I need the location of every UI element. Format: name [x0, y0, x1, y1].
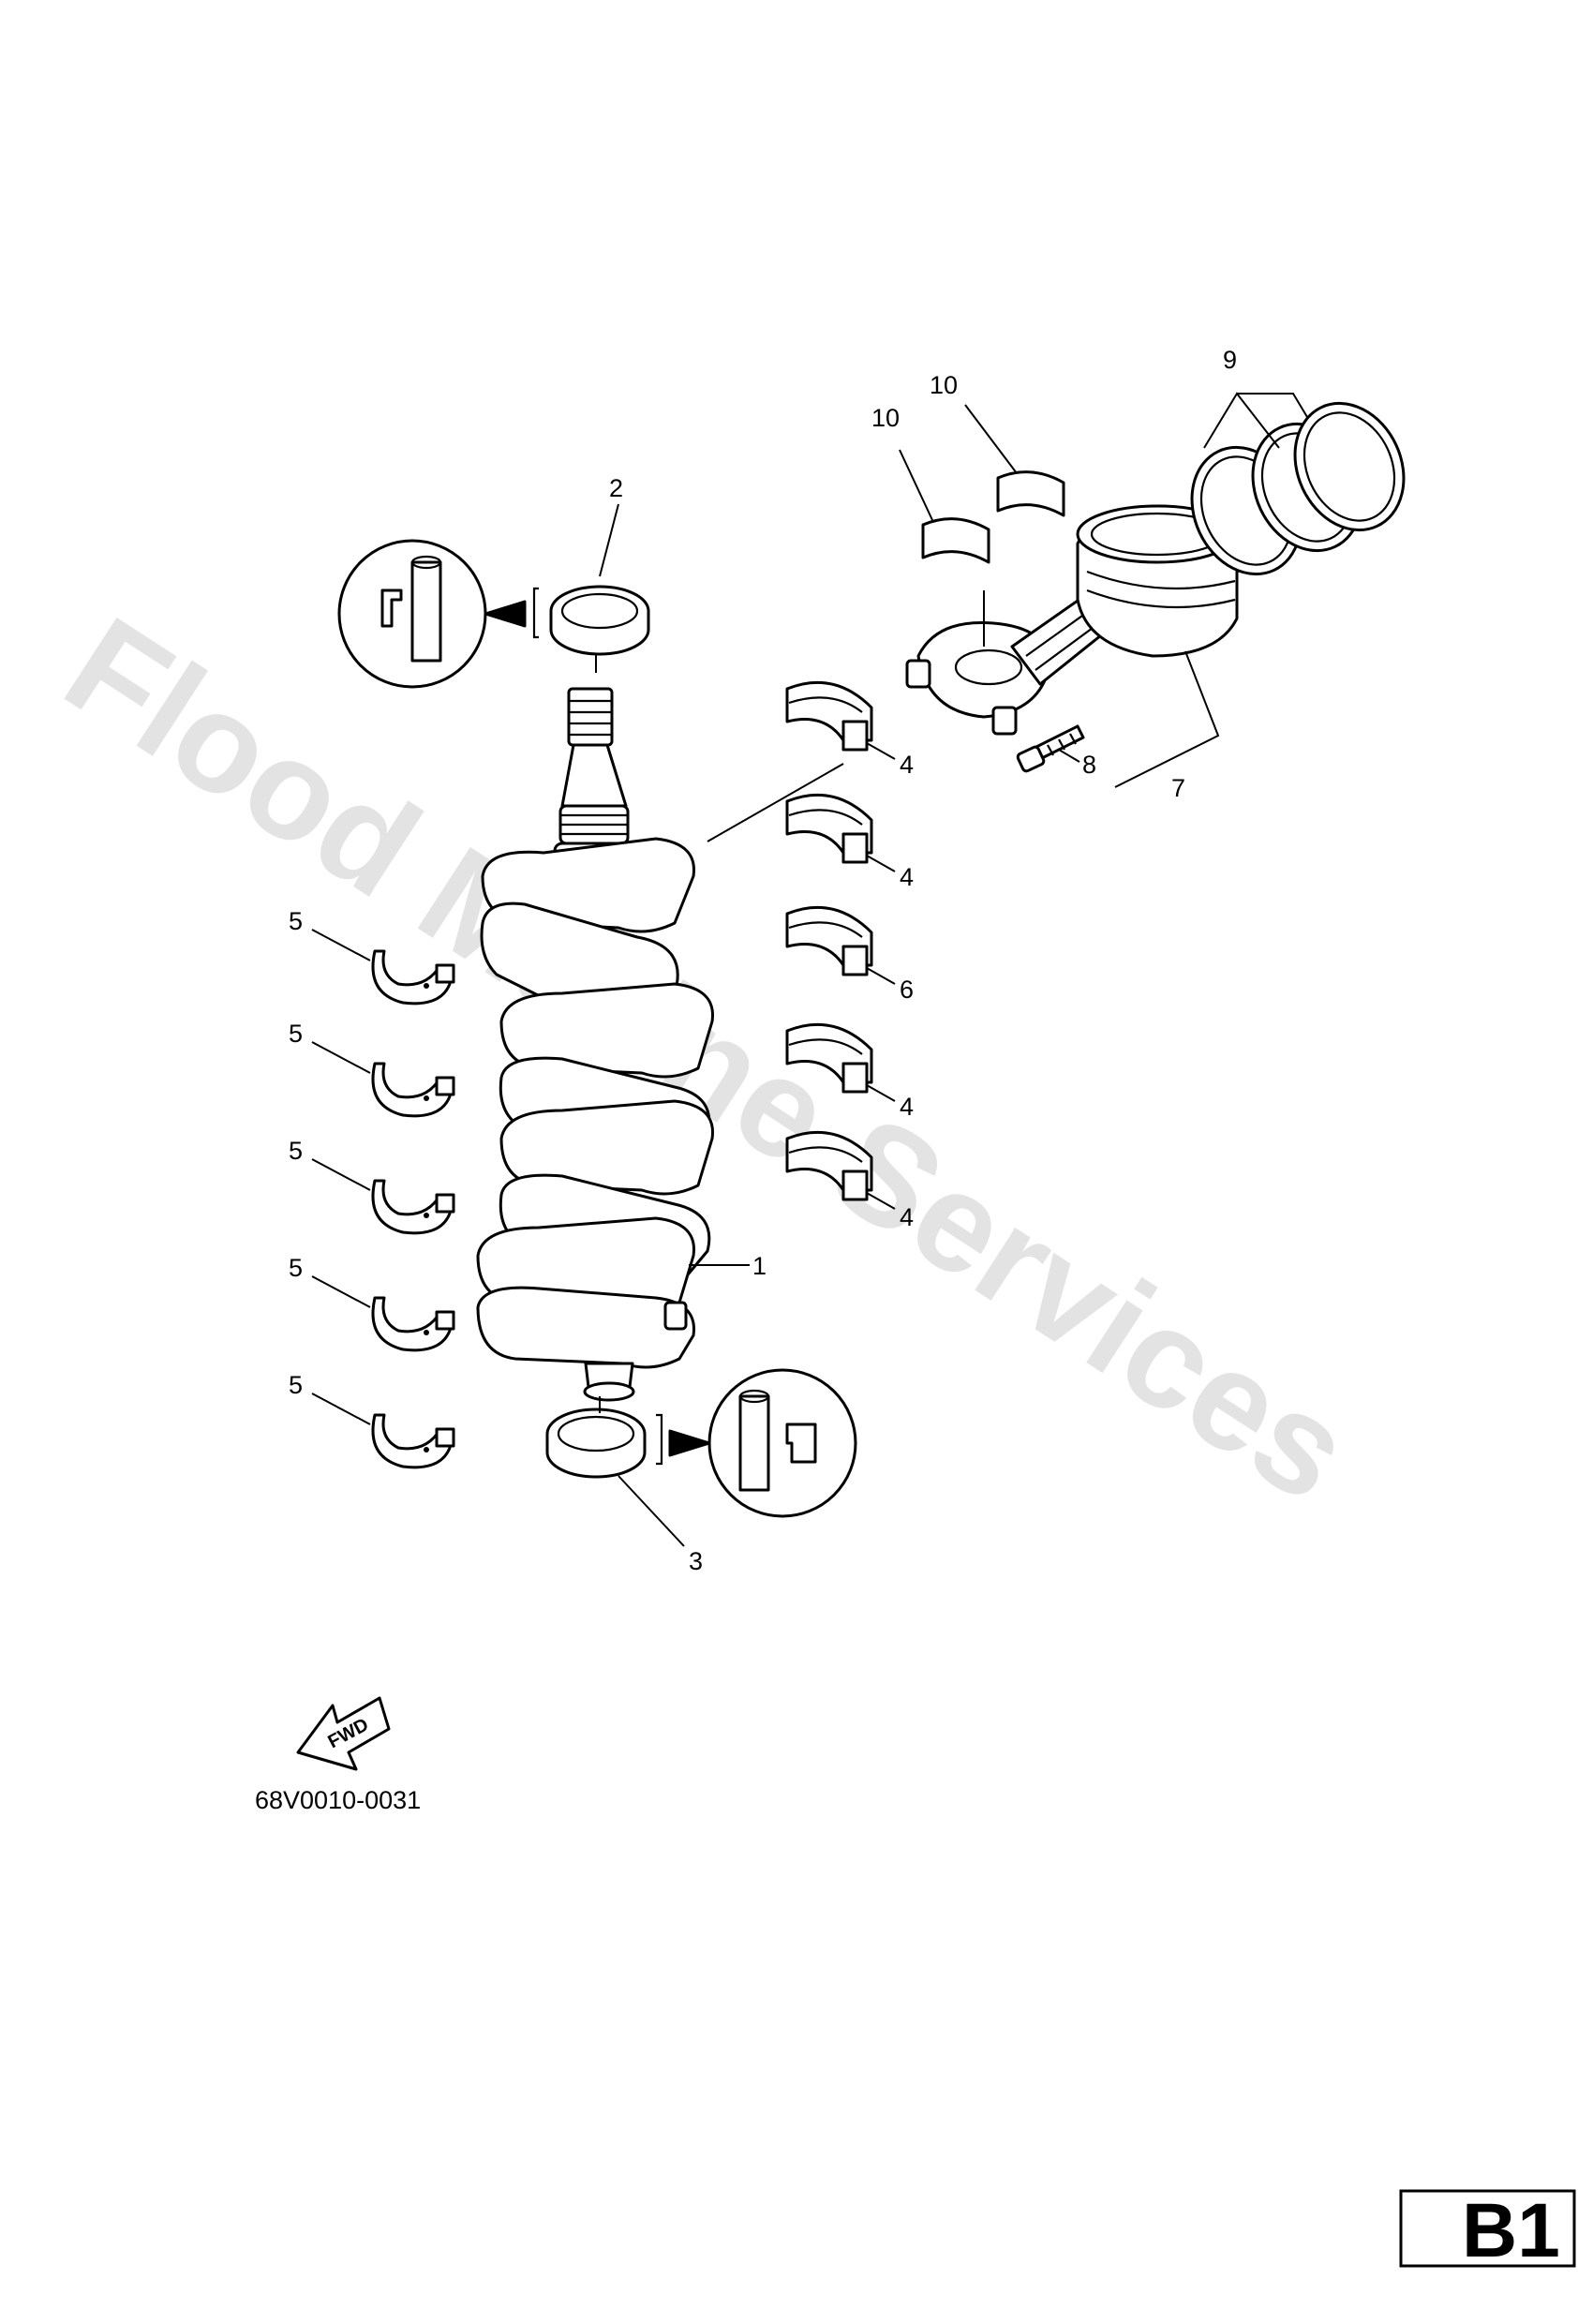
- callout-10b: 10: [930, 371, 958, 399]
- leader-lines: [311, 503, 896, 1425]
- seal-detail-upper: [337, 539, 527, 689]
- main-bearings-right: [707, 680, 873, 1201]
- callout-2: 2: [609, 474, 623, 502]
- drawing-code: 68V0010-0031: [255, 1786, 421, 1814]
- callout-4c: 4: [900, 1093, 914, 1121]
- oil-seal-lower: [545, 1396, 685, 1547]
- callout-10a: 10: [871, 404, 900, 432]
- callout-6: 6: [900, 976, 914, 1004]
- callout-4d: 4: [900, 1203, 914, 1231]
- watermark: Flood Marine Services: [40, 587, 1377, 1531]
- callout-4a: 4: [900, 751, 914, 779]
- seal-detail-lower: [668, 1368, 857, 1518]
- callout-1: 1: [752, 1252, 767, 1280]
- callout-3: 3: [689, 1547, 703, 1575]
- callout-5c: 5: [289, 1137, 303, 1165]
- callout-4b: 4: [900, 863, 914, 891]
- page-id: B1: [1462, 2188, 1560, 2273]
- conrod-bolt: [1016, 724, 1085, 773]
- callout-5b: 5: [289, 1020, 303, 1048]
- page-id-box: B1: [1399, 2188, 1576, 2273]
- oil-seal-upper: [532, 585, 650, 673]
- callout-5e: 5: [289, 1371, 303, 1399]
- callout-7: 7: [1171, 774, 1185, 802]
- conrod-bearings: [899, 404, 1065, 564]
- callout-5a: 5: [289, 907, 303, 935]
- piston-conrod-assembly: [905, 504, 1239, 788]
- fwd-arrow: FWD: [296, 1696, 391, 1771]
- main-bearings-left: [371, 949, 455, 1469]
- callout-5d: 5: [289, 1254, 303, 1282]
- callout-8: 8: [1082, 751, 1096, 779]
- crankshaft: [476, 687, 714, 1402]
- callout-numbers: 1 2 3 4 4 6 4 4 5 5 5 5 5 7 8 9 10 10: [289, 346, 1237, 1575]
- callout-9: 9: [1223, 346, 1237, 374]
- piston-rings: [1190, 392, 1406, 576]
